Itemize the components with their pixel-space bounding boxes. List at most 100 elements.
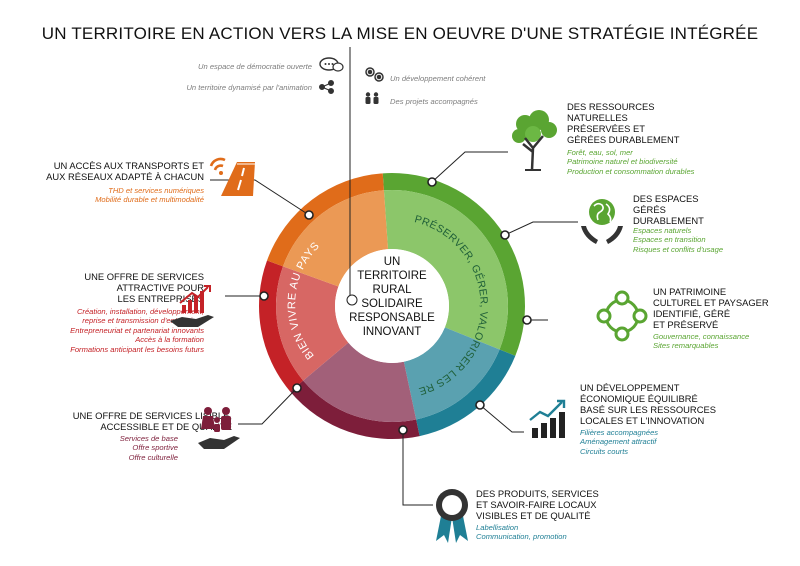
block-entreprises-sub-1: Création, installation, développement, [76, 307, 204, 316]
ring-outer-orange [267, 173, 384, 267]
block-spaces-heading-2: GÉRÉS [633, 204, 666, 215]
block-economy-heading-1: UN DÉVELOPPEMENT [580, 382, 680, 393]
block-services-heading-2: ACCESSIBLE ET DE QUALITÉ [100, 421, 232, 432]
block-entreprises-sub-3: Entrepreneuriat et partenariat innovants [70, 325, 204, 335]
dot-services [292, 383, 302, 393]
block-resources-sub-1: Forêt, eau, sol, mer [567, 148, 633, 157]
ring-outer-teal [416, 349, 516, 437]
block-spaces-sub-1: Espaces naturels [633, 226, 692, 235]
block-economy: UN DÉVELOPPEMENT ÉCONOMIQUE ÉQUILIBRÉ BA… [580, 382, 790, 456]
block-services-sub-3: Offre culturelle [128, 452, 178, 462]
block-services: UNE OFFRE DE SERVICES LISIBLE, ACCESSIBL… [8, 410, 232, 432]
ring-inner-red [276, 266, 349, 381]
block-products-heading-2: ET SAVOIR-FAIRE LOCAUX [476, 499, 597, 510]
block-resources-heading-4: GÉRÉES DURABLEMENT [567, 134, 680, 145]
people-icon [365, 92, 379, 104]
top-item-animation: Un territoire dynamisé par l'animation [186, 83, 312, 92]
ring-outer-red [259, 260, 304, 392]
block-economy-sub-2: Aménagement attractif [580, 437, 657, 447]
block-products-sub-1: Labellisation [476, 523, 519, 532]
block-transport-sub-1: THD et services numériques [108, 186, 204, 195]
globe-hands-icon [581, 199, 623, 244]
share-icon [318, 79, 335, 95]
ring-inner-maroon [303, 342, 417, 422]
block-products-heading-1: DES PRODUITS, SERVICES [476, 488, 599, 499]
speech-bubbles-icon [319, 57, 344, 72]
block-resources: DES RESSOURCES NATURELLES PRÉSERVÉES ET … [567, 101, 787, 176]
family-hand-icon [198, 407, 240, 449]
block-spaces-sub-2: Espaces en transition [633, 235, 706, 245]
block-resources-heading-2: NATURELLES [567, 112, 628, 123]
block-spaces-sub-3: Risques et conflits d'usage [633, 244, 724, 254]
connector-resources [431, 151, 508, 183]
road-wifi-icon [209, 157, 255, 196]
block-economy-heading-4: LOCALES ET L'INNOVATION [580, 415, 705, 426]
block-heritage: UN PATRIMOINE CULTUREL ET PAYSAGER IDENT… [653, 286, 798, 351]
connector-services [238, 387, 298, 425]
block-heritage-sub-1: Gouvernance, connaissance [653, 332, 750, 341]
block-resources-heading-1: DES RESSOURCES [567, 101, 655, 112]
dot-entreprises [259, 291, 269, 301]
block-economy-sub-1: Filières accompagnées [580, 428, 659, 437]
block-heritage-heading-4: ET PRÉSERVÉ [653, 319, 719, 330]
block-entreprises-sub-5: Formations anticipant les besoins futurs [70, 344, 204, 354]
center-line-4: SOLIDAIRE [361, 298, 423, 310]
growth-bars-icon [529, 399, 566, 438]
connector-products [402, 430, 433, 506]
connector-economy [479, 404, 524, 433]
page-title: UN TERRITOIRE EN ACTION VERS LA MISE EN … [41, 24, 759, 43]
dot-products [398, 425, 408, 435]
block-heritage-heading-1: UN PATRIMOINE [653, 286, 727, 297]
block-transport-sub-2: Mobilité durable et multimodalité [95, 195, 204, 205]
dot-spaces [500, 230, 510, 240]
stem-end-dot [346, 294, 358, 306]
ring [259, 172, 525, 439]
block-heritage-heading-3: IDENTIFIÉ, GÉRÉ [653, 308, 731, 319]
block-services-sub-2: Offre sportive [132, 443, 178, 453]
top-item-democracy: Un espace de démocratie ouverte [198, 62, 312, 71]
center-line-6: INNOVANT [362, 326, 422, 338]
connector-transport [210, 179, 310, 216]
block-transport: UN ACCÈS AUX TRANSPORTS ET AUX RÉSEAUX A… [8, 160, 204, 205]
dot-transport [304, 210, 314, 220]
center-line-5: RESPONSABLE [349, 312, 435, 324]
block-entreprises-heading-2: ATTRACTIVE POUR [116, 282, 204, 293]
block-entreprises: UNE OFFRE DE SERVICES ATTRACTIVE POUR LE… [8, 271, 204, 354]
tree-icon [512, 110, 557, 171]
block-products-sub-2: Communication, promotion [476, 532, 567, 542]
block-economy-sub-3: Circuits courts [580, 446, 629, 456]
network-ring-icon [596, 290, 648, 342]
center-circle [335, 249, 449, 363]
medal-icon [436, 489, 468, 543]
block-transport-heading-2: AUX RÉSEAUX ADAPTÉ À CHACUN [46, 171, 204, 182]
block-transport-heading-1: UN ACCÈS AUX TRANSPORTS ET [53, 160, 204, 171]
ring-outer-maroon [290, 380, 420, 439]
block-resources-sub-2: Patrimoine naturel et biodiversité [567, 157, 678, 167]
connector-spaces [504, 221, 578, 236]
block-heritage-heading-2: CULTUREL ET PAYSAGER [653, 297, 769, 308]
block-products: DES PRODUITS, SERVICES ET SAVOIR-FAIRE L… [476, 488, 676, 542]
dot-resources [427, 177, 437, 187]
block-heritage-sub-2: Sites remarquables [653, 341, 719, 351]
block-products-heading-3: VISIBLES ET DE QUALITÉ [476, 510, 591, 521]
block-services-subs: Services de base Offre sportive Offre cu… [60, 434, 178, 462]
center-line-1: UN [383, 256, 401, 268]
block-spaces-heading-3: DURABLEMENT [633, 215, 704, 226]
block-entreprises-heading-3: LES ENTREPRISES [117, 293, 205, 304]
ring-outer-green [382, 172, 525, 356]
top-item-projects: Des projets accompagnés [390, 97, 478, 106]
dot-economy [475, 400, 485, 410]
center-text: UN TERRITOIRE RURAL SOLIDAIRE RESPONSABL… [332, 255, 452, 339]
top-item-coherent: Un développement cohérent [390, 74, 486, 83]
block-services-sub-1: Services de base [119, 434, 178, 443]
center-line-2: TERRITOIRE [357, 270, 427, 282]
dot-heritage [522, 315, 532, 325]
block-entreprises-sub-4: Accès à la formation [135, 335, 204, 345]
block-spaces-heading-1: DES ESPACES [633, 193, 699, 204]
block-spaces: DES ESPACES GÉRÉS DURABLEMENT Espaces na… [633, 193, 793, 254]
block-economy-heading-3: BASÉ SUR LES RESSOURCES [580, 404, 716, 415]
center-line-3: RURAL [372, 284, 412, 296]
ring-inner-teal [403, 327, 500, 420]
block-entreprises-sub-2: reprise et transmission d'entreprises [82, 316, 204, 326]
